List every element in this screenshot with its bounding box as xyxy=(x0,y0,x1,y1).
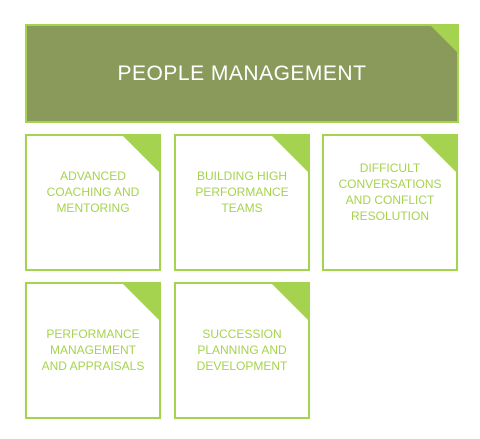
tile-corner-accent xyxy=(271,136,308,173)
header-title: PEOPLE MANAGEMENT xyxy=(117,61,367,85)
tile-corner-accent xyxy=(122,136,159,173)
tile-performance-management[interactable]: PERFORMANCE MANAGEMENT AND APPRAISALS xyxy=(25,282,161,419)
tile-label: SUCCESSION PLANNING AND DEVELOPMENT xyxy=(196,326,288,373)
tile-advanced-coaching[interactable]: ADVANCED COACHING AND MENTORING xyxy=(25,134,161,271)
header-block: PEOPLE MANAGEMENT xyxy=(25,24,459,123)
tile-corner-accent xyxy=(122,284,159,321)
tile-succession-planning[interactable]: SUCCESSION PLANNING AND DEVELOPMENT xyxy=(174,282,310,419)
tile-label: DIFFICULT CONVERSATIONS AND CONFLICT RES… xyxy=(338,160,442,223)
tile-label: ADVANCED COACHING AND MENTORING xyxy=(46,168,140,215)
tile-difficult-conversations[interactable]: DIFFICULT CONVERSATIONS AND CONFLICT RES… xyxy=(322,134,458,271)
header-corner-accent xyxy=(430,26,457,53)
tile-corner-accent xyxy=(271,284,308,321)
tile-corner-accent xyxy=(419,136,456,173)
tile-label: BUILDING HIGH PERFORMANCE TEAMS xyxy=(195,168,289,215)
tile-label: PERFORMANCE MANAGEMENT AND APPRAISALS xyxy=(41,326,145,373)
tile-high-performance-teams[interactable]: BUILDING HIGH PERFORMANCE TEAMS xyxy=(174,134,310,271)
